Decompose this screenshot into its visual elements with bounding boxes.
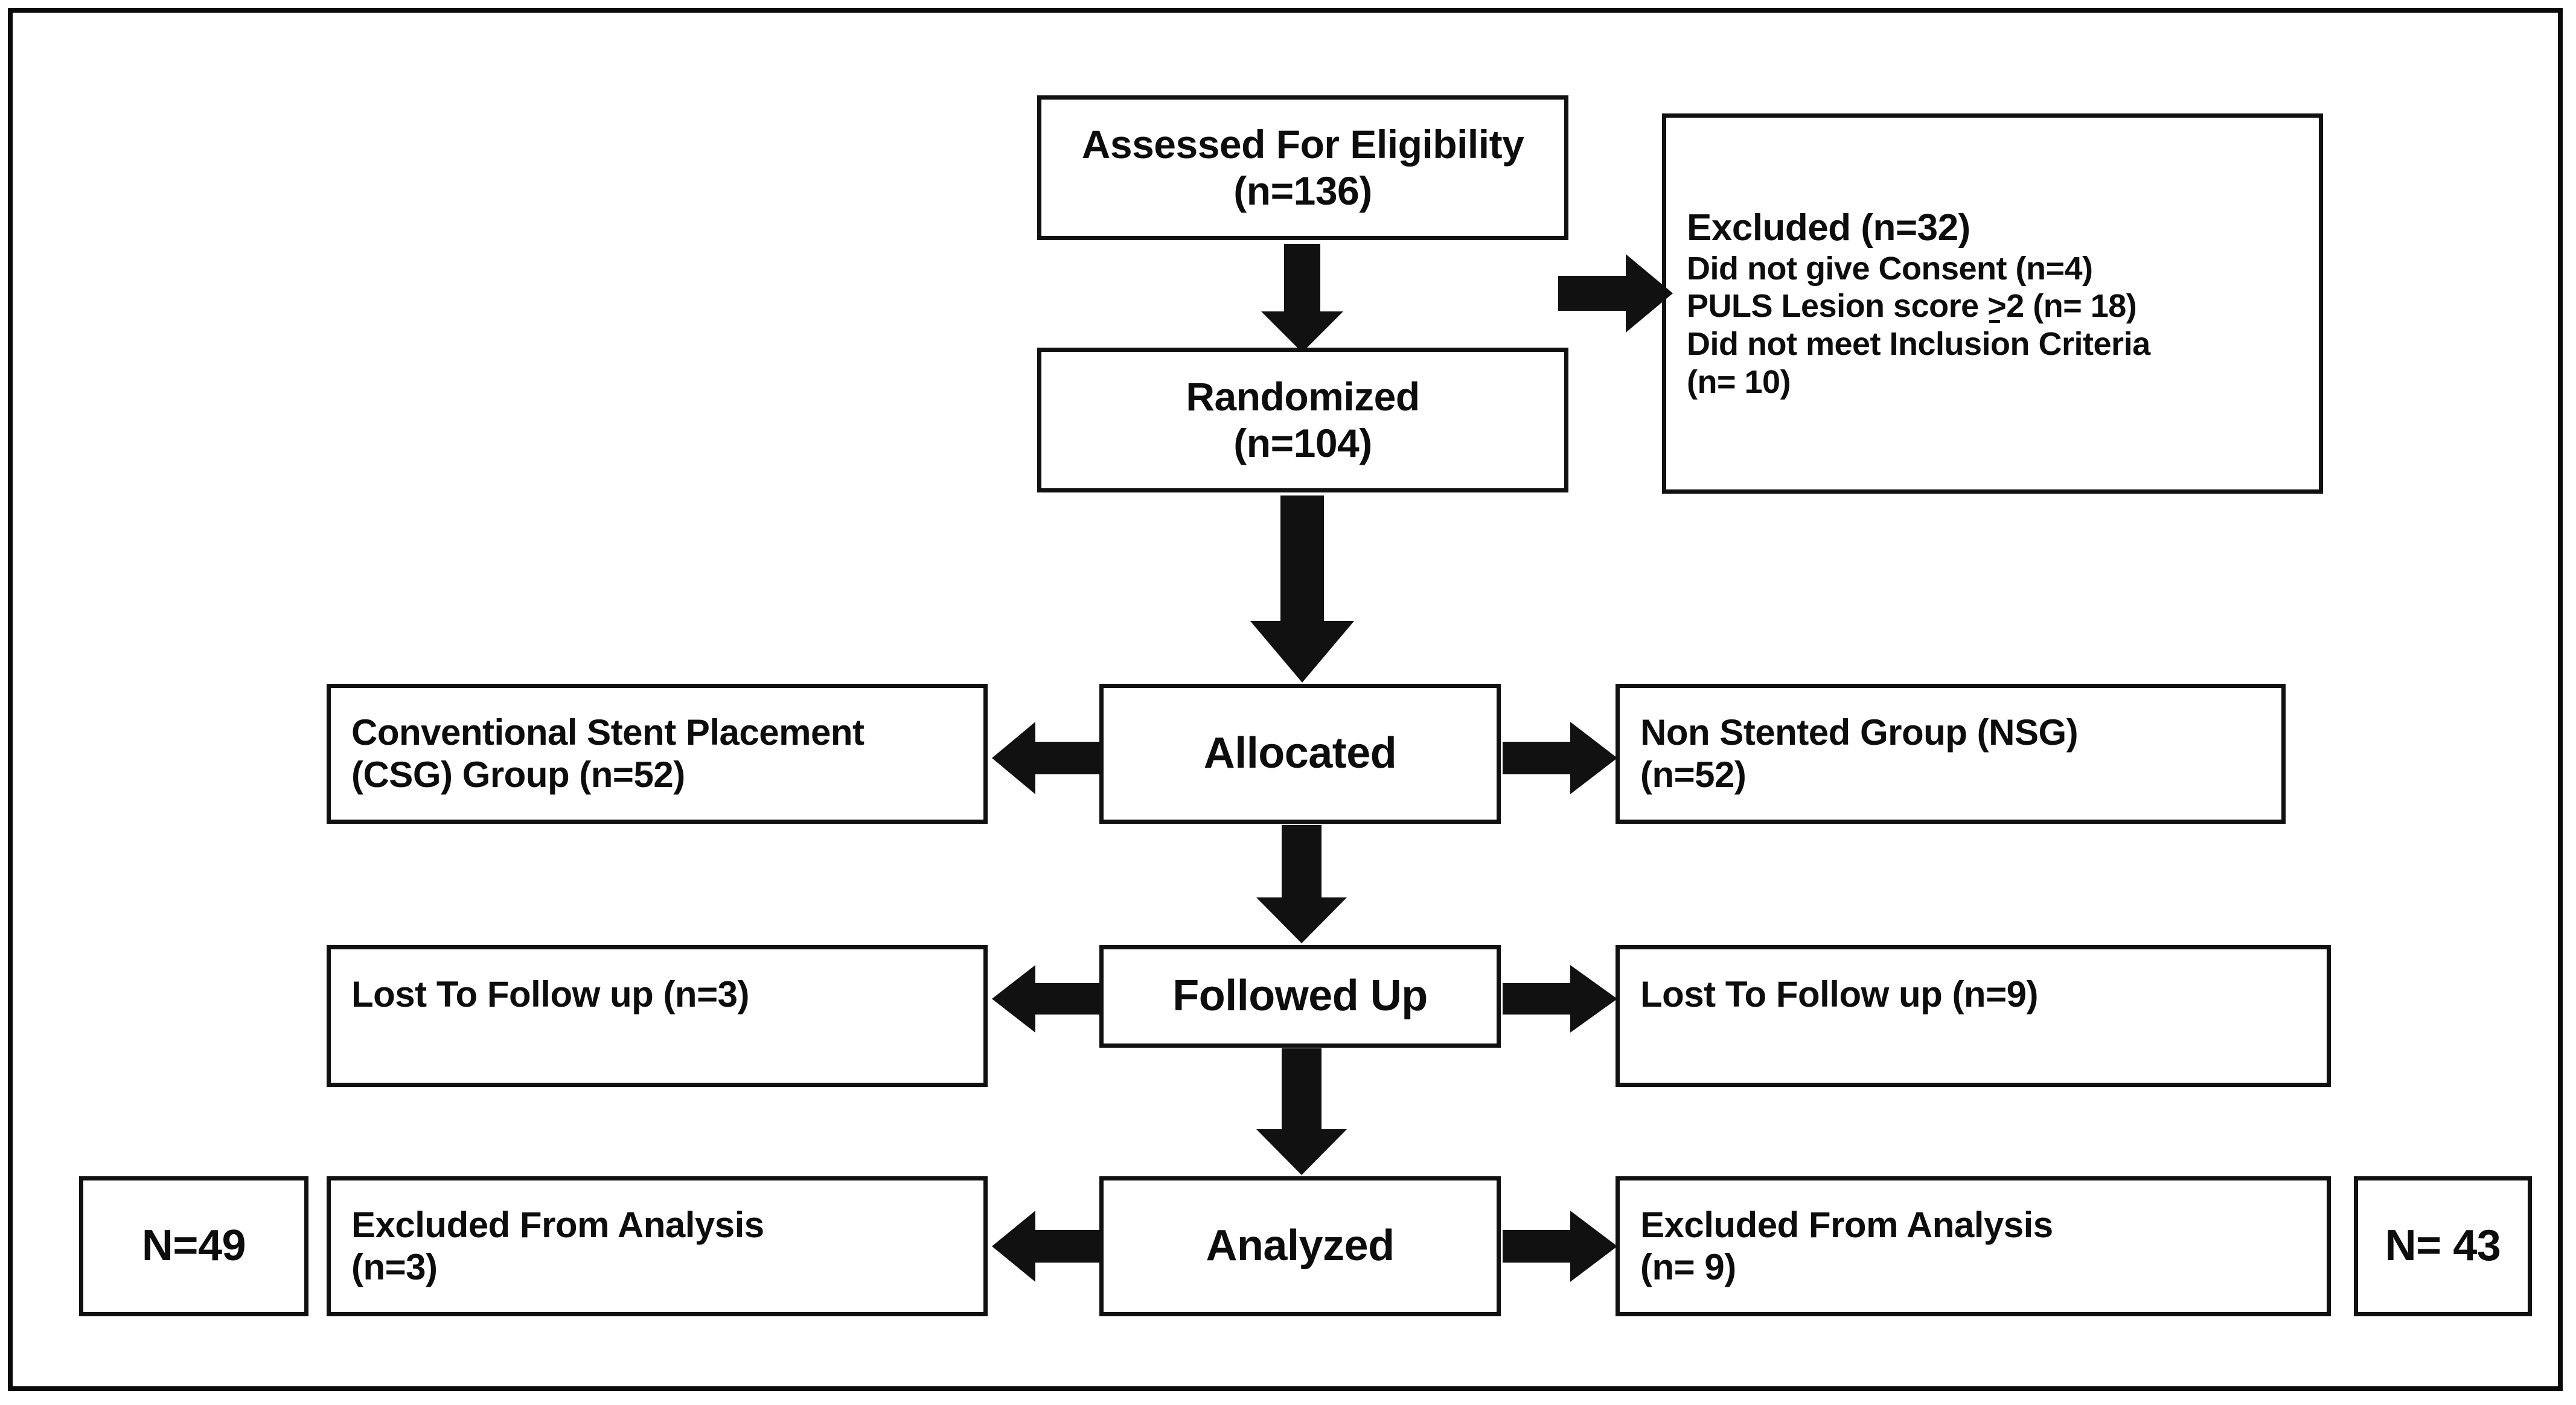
excluded-line-1: Excluded (n=32) xyxy=(1687,206,1970,249)
csg-line-2: (CSG) Group (n=52) xyxy=(351,754,685,795)
node-followed-up: Followed Up xyxy=(1099,945,1501,1048)
diagram-outer-frame: Assessed For Eligibility (n=136) Exclude… xyxy=(8,8,2563,1391)
total-right-line-1: N= 43 xyxy=(2385,1222,2501,1270)
node-lost-to-follow-up-left: Lost To Follow up (n=3) xyxy=(327,945,988,1087)
excluded-line-5: (n= 10) xyxy=(1687,363,1791,400)
node-allocated: Allocated xyxy=(1099,684,1501,824)
lost-right-line-1: Lost To Follow up (n=9) xyxy=(1640,974,2038,1015)
node-analyzed: Analyzed xyxy=(1099,1176,1501,1316)
analyzed-line-1: Analyzed xyxy=(1206,1222,1395,1270)
followed-up-line-1: Followed Up xyxy=(1172,972,1428,1021)
nsg-line-1: Non Stented Group (NSG) xyxy=(1640,712,2079,753)
node-total-analyzed-left: N=49 xyxy=(79,1176,308,1316)
lost-left-line-1: Lost To Follow up (n=3) xyxy=(351,974,749,1015)
excluded-line-2: Did not give Consent (n=4) xyxy=(1687,250,2093,287)
node-lost-to-follow-up-right: Lost To Follow up (n=9) xyxy=(1616,945,2331,1087)
arrow-allocated-to-followed-up xyxy=(1256,825,1347,943)
greater-than-or-equal-icon: > xyxy=(1987,288,2007,325)
randomized-line-1: Randomized xyxy=(1186,374,1420,419)
arrow-analyzed-to-excluded-right xyxy=(1503,1211,1617,1282)
nsg-line-2: (n=52) xyxy=(1640,754,1747,795)
excl-analysis-right-line-1: Excluded From Analysis xyxy=(1640,1205,2053,1246)
assessed-line-1: Assessed For Eligibility xyxy=(1081,122,1524,167)
arrow-followed-up-to-lost-left xyxy=(992,965,1101,1033)
node-total-analyzed-right: N= 43 xyxy=(2354,1176,2532,1316)
excluded-line-4: Did not meet Inclusion Criteria xyxy=(1687,325,2150,362)
arrow-followed-up-to-lost-right xyxy=(1503,965,1617,1033)
arrow-analyzed-to-excluded-left xyxy=(992,1211,1101,1282)
node-excluded-from-analysis-right: Excluded From Analysis (n= 9) xyxy=(1616,1176,2331,1316)
node-excluded-from-analysis-left: Excluded From Analysis (n=3) xyxy=(327,1176,988,1316)
randomized-line-2: (n=104) xyxy=(1233,421,1372,465)
arrow-randomized-to-allocated xyxy=(1250,495,1354,683)
assessed-line-2: (n=136) xyxy=(1233,168,1372,213)
node-conventional-stent-group: Conventional Stent Placement (CSG) Group… xyxy=(327,684,988,824)
excl-analysis-left-line-1: Excluded From Analysis xyxy=(351,1205,764,1246)
excl-analysis-right-line-2: (n= 9) xyxy=(1640,1247,1736,1287)
excluded-line-3: PULS Lesion score >2 (n= 18) xyxy=(1687,287,2137,325)
allocated-line-1: Allocated xyxy=(1203,729,1397,778)
node-assessed-for-eligibility: Assessed For Eligibility (n=136) xyxy=(1037,95,1568,240)
node-non-stented-group: Non Stented Group (NSG) (n=52) xyxy=(1616,684,2286,824)
total-left-line-1: N=49 xyxy=(141,1222,246,1270)
arrow-assessed-to-excluded xyxy=(1558,254,1673,333)
arrow-assessed-to-randomized xyxy=(1261,244,1343,352)
node-excluded: Excluded (n=32) Did not give Consent (n=… xyxy=(1662,113,2323,494)
arrow-followed-up-to-analyzed xyxy=(1256,1048,1347,1175)
node-randomized: Randomized (n=104) xyxy=(1037,348,1568,492)
excl-analysis-left-line-2: (n=3) xyxy=(351,1247,438,1287)
excluded-line-3-prefix: PULS Lesion score xyxy=(1687,288,1988,325)
arrow-allocated-to-nsg xyxy=(1503,722,1617,794)
arrow-allocated-to-csg xyxy=(992,722,1101,794)
csg-line-1: Conventional Stent Placement xyxy=(351,712,865,753)
excluded-line-3-suffix: 2 (n= 18) xyxy=(2006,288,2137,325)
